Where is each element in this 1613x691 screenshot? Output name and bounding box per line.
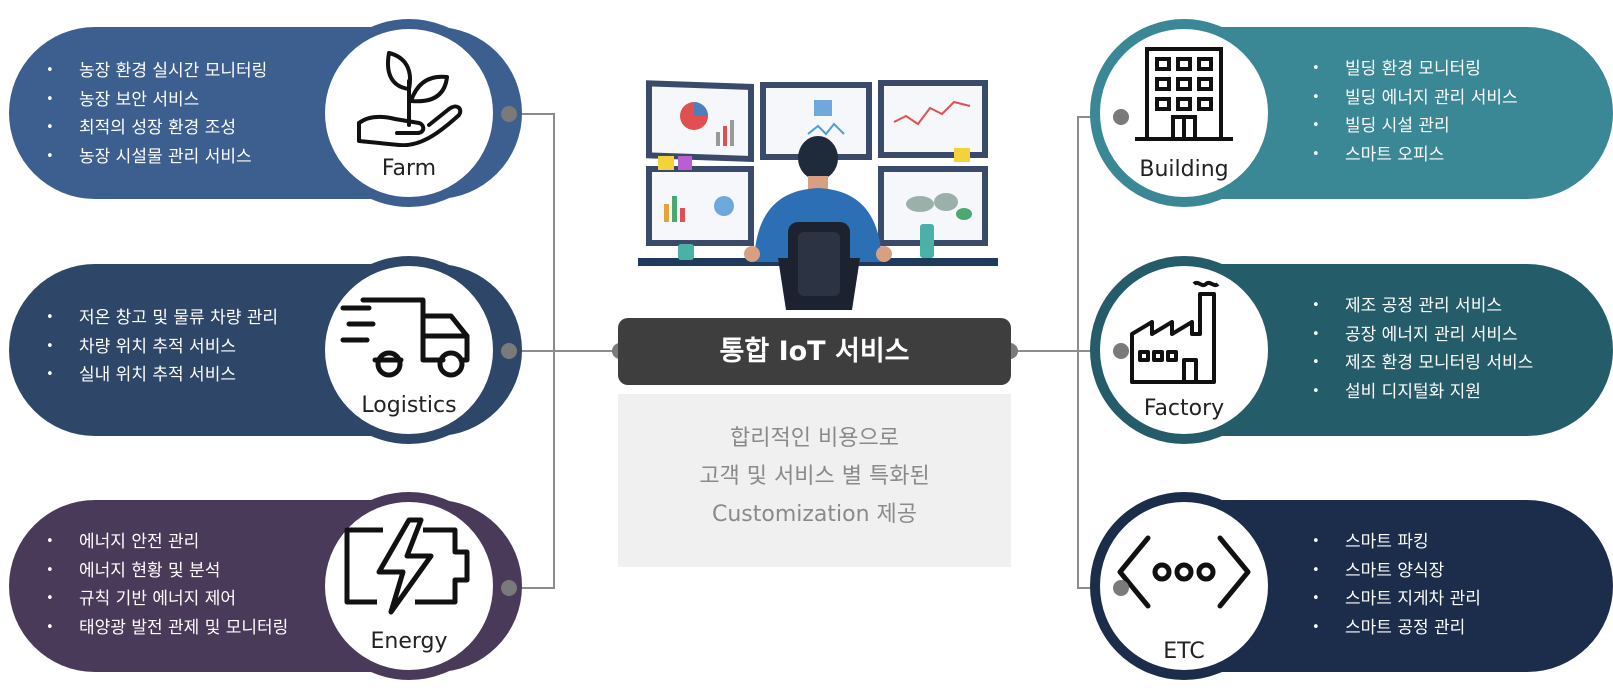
battery-charging-icon [344,517,470,615]
list-item: 태양광 발전 관제 및 모니터링 [46,614,288,643]
building-feature-list: 빌딩 환경 모니터링 빌딩 에너지 관리 서비스 빌딩 시설 관리 스마트 오피… [1312,55,1518,169]
logistics-feature-list: 저온 창고 및 물류 차량 관리 차량 위치 추적 서비스 실내 위치 추적 서… [46,304,278,390]
list-item: 농장 시설물 관리 서비스 [46,143,267,172]
description-line: Customization 제공 [711,502,918,527]
card-logistics: 저온 창고 및 물류 차량 관리 차량 위치 추적 서비스 실내 위치 추적 서… [9,256,522,444]
connector-dot [1113,580,1129,596]
card-farm: 농장 환경 실시간 모니터링 농장 보안 서비스 최적의 성장 환경 조성 농장… [9,19,522,207]
description-line: 고객 및 서비스 별 특화된 [699,464,930,489]
card-factory: 제조 공정 관리 서비스 공장 에너지 관리 서비스 제조 환경 모니터링 서비… [1090,256,1613,444]
card-energy: 에너지 안전 관리 에너지 현황 및 분석 규칙 기반 에너지 제어 태양광 발… [9,492,522,680]
factory-icon [1130,280,1220,384]
factory-feature-list: 제조 공정 관리 서비스 공장 에너지 관리 서비스 제조 환경 모니터링 서비… [1312,292,1533,406]
etc-label: ETC [1163,639,1205,664]
building-label: Building [1139,157,1229,182]
delivery-truck-icon [340,297,470,378]
list-item: 에너지 안전 관리 [46,528,288,557]
farm-icon-badge: Farm [315,19,503,207]
farm-feature-list: 농장 환경 실시간 모니터링 농장 보안 서비스 최적의 성장 환경 조성 농장… [46,57,267,171]
center-title: 통합 IoT 서비스 [618,318,1011,385]
list-item: 실내 위치 추적 서비스 [46,361,278,390]
card-etc: 스마트 파킹 스마트 양식장 스마트 지게차 관리 스마트 공정 관리 ETC [1090,492,1613,680]
logistics-label: Logistics [361,393,457,418]
connector-dot [501,343,517,359]
connector-dot [1113,343,1129,359]
list-item: 빌딩 환경 모니터링 [1312,55,1518,84]
connector-dot [1113,109,1129,125]
card-building: 빌딩 환경 모니터링 빌딩 에너지 관리 서비스 빌딩 시설 관리 스마트 오피… [1090,19,1613,207]
energy-feature-list: 에너지 안전 관리 에너지 현황 및 분석 규칙 기반 에너지 제어 태양광 발… [46,528,288,642]
list-item: 제조 공정 관리 서비스 [1312,292,1533,321]
list-item: 스마트 오피스 [1312,141,1518,170]
energy-label: Energy [370,629,448,654]
energy-icon-badge: Energy [315,492,503,680]
list-item: 차량 위치 추적 서비스 [46,333,278,362]
operator-monitors-illustration [638,80,998,310]
etc-icon-badge: ETC [1090,492,1278,680]
logistics-icon-badge: Logistics [315,256,503,444]
etc-feature-list: 스마트 파킹 스마트 양식장 스마트 지게차 관리 스마트 공정 관리 [1312,528,1481,642]
connector-dot [501,580,517,596]
connector-dot [501,106,517,122]
list-item: 규칙 기반 에너지 제어 [46,585,288,614]
list-item: 스마트 양식장 [1312,557,1481,586]
list-item: 설비 디지털화 지원 [1312,378,1533,407]
list-item: 농장 보안 서비스 [46,86,267,115]
list-item: 공장 에너지 관리 서비스 [1312,321,1533,350]
office-building-icon [1135,47,1233,141]
list-item: 빌딩 시설 관리 [1312,112,1518,141]
list-item: 농장 환경 실시간 모니터링 [46,57,267,86]
factory-label: Factory [1143,396,1225,421]
list-item: 스마트 공정 관리 [1312,614,1481,643]
center-description: 합리적인 비용으로 고객 및 서비스 별 특화된 Customization 제… [618,394,1011,567]
list-item: 스마트 지게차 관리 [1312,585,1481,614]
list-item: 최적의 성장 환경 조성 [46,114,267,143]
farm-label: Farm [381,156,437,181]
list-item: 스마트 파킹 [1312,528,1481,557]
list-item: 에너지 현황 및 분석 [46,557,288,586]
list-item: 저온 창고 및 물류 차량 관리 [46,304,278,333]
seedling-hand-icon [357,51,463,147]
description-line: 합리적인 비용으로 [730,426,899,451]
list-item: 제조 환경 모니터링 서비스 [1312,349,1533,378]
code-dots-icon [1117,535,1251,609]
list-item: 빌딩 에너지 관리 서비스 [1312,84,1518,113]
